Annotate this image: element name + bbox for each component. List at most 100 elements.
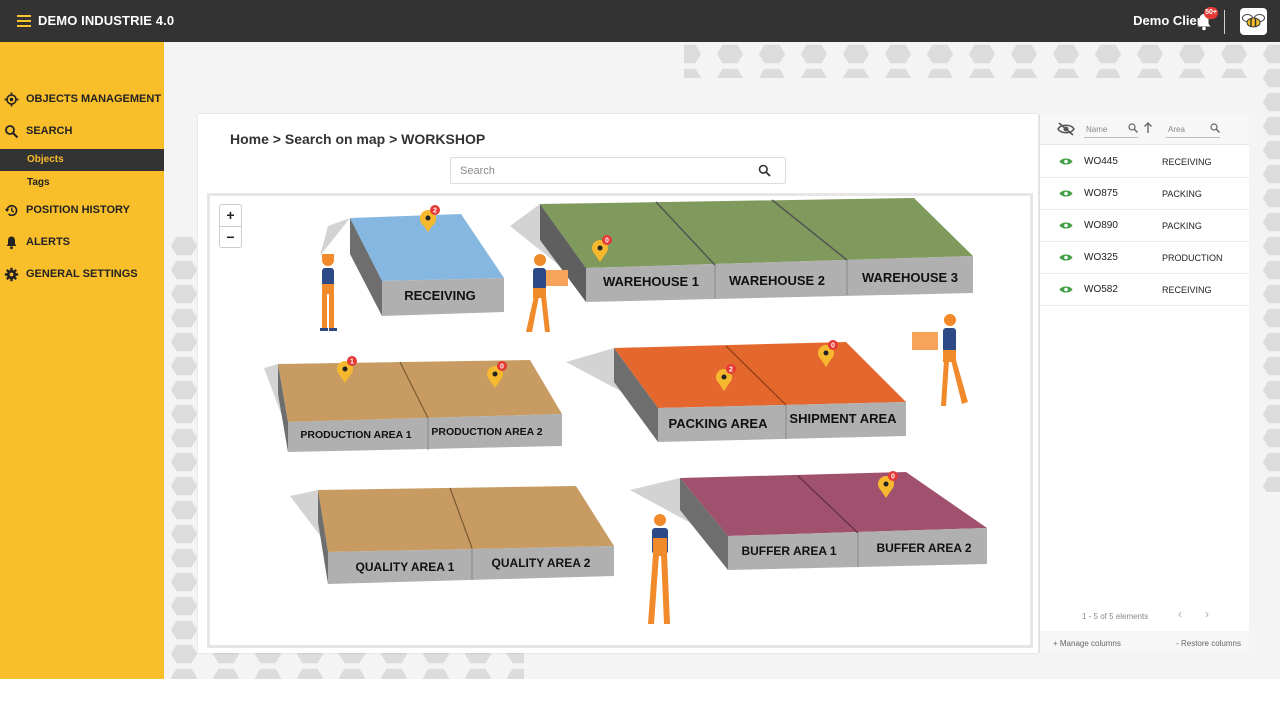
pin-count: 2 (433, 208, 437, 215)
sidebar-item-alerts[interactable]: ALERTS (0, 232, 164, 254)
notifications-badge: 50+ (1204, 7, 1218, 19)
search-icon[interactable] (1128, 123, 1138, 133)
row-area: PACKING (1162, 221, 1202, 231)
row-area: RECEIVING (1162, 285, 1212, 295)
area-quality[interactable]: QUALITY AREA 1 QUALITY AREA 2 (290, 486, 614, 584)
panel-header: Name Area (1040, 114, 1249, 145)
restore-columns-button[interactable]: - Restore columns (1176, 639, 1241, 648)
search-icon[interactable] (758, 164, 771, 177)
pin-count: 1 (350, 359, 354, 366)
eye-off-icon[interactable] (1057, 122, 1075, 136)
location-pin[interactable]: 0 (878, 471, 898, 498)
workshop-map[interactable]: + − RECEIVING (207, 193, 1033, 648)
area-label: RECEIVING (404, 288, 476, 303)
gear-icon (4, 267, 19, 282)
sidebar-item-general-settings[interactable]: GENERAL SETTINGS (0, 264, 164, 286)
sidebar-item-position-history[interactable]: POSITION HISTORY (0, 200, 164, 222)
bell-icon (6, 236, 17, 250)
top-bar: DEMO INDUSTRIE 4.0 Demo Client 50+ (0, 0, 1280, 42)
sidebar-item-label: SEARCH (26, 125, 73, 137)
location-pin[interactable]: 0 (487, 361, 507, 388)
search-box[interactable] (450, 157, 786, 184)
row-name: WO875 (1084, 188, 1118, 199)
eye-icon[interactable] (1059, 157, 1073, 166)
table-row[interactable]: WO325 PRODUCTION (1040, 241, 1249, 274)
menu-icon[interactable] (17, 15, 31, 27)
area-label: WAREHOUSE 2 (729, 273, 825, 288)
client-name[interactable]: Demo Client (1133, 13, 1209, 28)
area-label: PACKING AREA (669, 416, 769, 431)
area-production[interactable]: PRODUCTION AREA 1 PRODUCTION AREA 2 (264, 360, 562, 452)
area-label: QUALITY AREA 1 (356, 560, 455, 574)
sidebar-item-objects-management[interactable]: OBJECTS MANAGEMENT (0, 89, 164, 111)
breadcrumb[interactable]: Home > Search on map > WORKSHOP (230, 131, 486, 147)
name-filter-field[interactable]: Name (1084, 121, 1138, 138)
zoom-in-button[interactable]: + (220, 205, 241, 227)
area-label: BUFFER AREA 1 (741, 544, 836, 558)
location-pin[interactable]: 1 (337, 356, 357, 383)
area-label: QUALITY AREA 2 (492, 556, 591, 570)
name-filter-placeholder: Name (1086, 125, 1108, 134)
area-label: SHIPMENT AREA (789, 411, 897, 426)
area-label: BUFFER AREA 2 (876, 541, 971, 555)
worker-figure (912, 314, 968, 406)
sidebar-item-label: ALERTS (26, 236, 70, 248)
zoom-out-button[interactable]: − (226, 229, 235, 245)
zoom-control: + − (219, 204, 242, 248)
map-illustration: RECEIVING WAREHOUSE 1 WAREHOUSE 2 (264, 198, 987, 624)
pin-count: 0 (605, 238, 609, 245)
area-packing-shipment[interactable]: PACKING AREA SHIPMENT AREA (566, 342, 906, 442)
sidebar-subitem-label: Tags (27, 177, 50, 188)
panel-footer: + Manage columns - Restore columns (1040, 631, 1249, 653)
sidebar-subitem-tags[interactable]: Tags (0, 172, 164, 194)
sidebar-item-label: GENERAL SETTINGS (26, 268, 138, 280)
table-row[interactable]: WO582 RECEIVING (1040, 273, 1249, 306)
location-pin[interactable]: 2 (716, 364, 736, 391)
sidebar: OBJECTS MANAGEMENT SEARCH Objects Tags P… (0, 42, 164, 679)
location-pin[interactable]: 2 (419, 205, 440, 232)
chevron-left-icon[interactable]: ‹ (1178, 607, 1182, 621)
pin-count: 0 (891, 474, 895, 481)
eye-icon[interactable] (1059, 285, 1073, 294)
location-pin[interactable]: 0 (818, 340, 838, 367)
row-name: WO890 (1084, 220, 1118, 231)
area-label: WAREHOUSE 1 (603, 274, 699, 289)
row-area: PACKING (1162, 189, 1202, 199)
row-name: WO582 (1084, 284, 1118, 295)
search-icon[interactable] (1210, 123, 1220, 133)
table-row[interactable]: WO890 PACKING (1040, 209, 1249, 242)
eye-icon[interactable] (1059, 189, 1073, 198)
eye-icon[interactable] (1059, 253, 1073, 262)
topbar-divider (1224, 10, 1225, 34)
worker-figure (526, 254, 568, 332)
search-input[interactable] (458, 162, 752, 180)
target-icon (4, 92, 19, 107)
eye-icon[interactable] (1059, 221, 1073, 230)
sort-arrow-up-icon[interactable] (1143, 122, 1153, 134)
area-filter-field[interactable]: Area (1166, 121, 1220, 138)
location-pin[interactable]: 0 (592, 235, 612, 262)
row-name: WO325 (1084, 252, 1118, 263)
area-buffer[interactable]: BUFFER AREA 1 BUFFER AREA 2 (630, 472, 987, 570)
worker-figure (320, 254, 337, 331)
area-label: PRODUCTION AREA 1 (300, 429, 411, 441)
chevron-right-icon[interactable]: › (1205, 607, 1209, 621)
area-receiving[interactable]: RECEIVING (320, 214, 504, 316)
sidebar-item-search[interactable]: SEARCH (0, 121, 164, 143)
table-row[interactable]: WO445 RECEIVING (1040, 145, 1249, 178)
manage-columns-button[interactable]: + Manage columns (1053, 639, 1121, 648)
pin-count: 2 (729, 367, 733, 374)
row-name: WO445 (1084, 156, 1118, 167)
area-filter-placeholder: Area (1168, 125, 1185, 134)
app-title: DEMO INDUSTRIE 4.0 (38, 13, 175, 28)
row-area: RECEIVING (1162, 157, 1212, 167)
bee-logo[interactable] (1240, 8, 1267, 35)
search-icon (5, 125, 19, 139)
table-row[interactable]: WO875 PACKING (1040, 177, 1249, 210)
app-body: OBJECTS MANAGEMENT SEARCH Objects Tags P… (0, 42, 1280, 679)
row-area: PRODUCTION (1162, 253, 1223, 263)
sidebar-subitem-objects[interactable]: Objects (0, 149, 164, 171)
sidebar-item-label: POSITION HISTORY (26, 204, 130, 216)
pin-count: 0 (500, 364, 504, 371)
area-warehouses[interactable]: WAREHOUSE 1 WAREHOUSE 2 WAREHOUSE 3 (510, 198, 973, 302)
